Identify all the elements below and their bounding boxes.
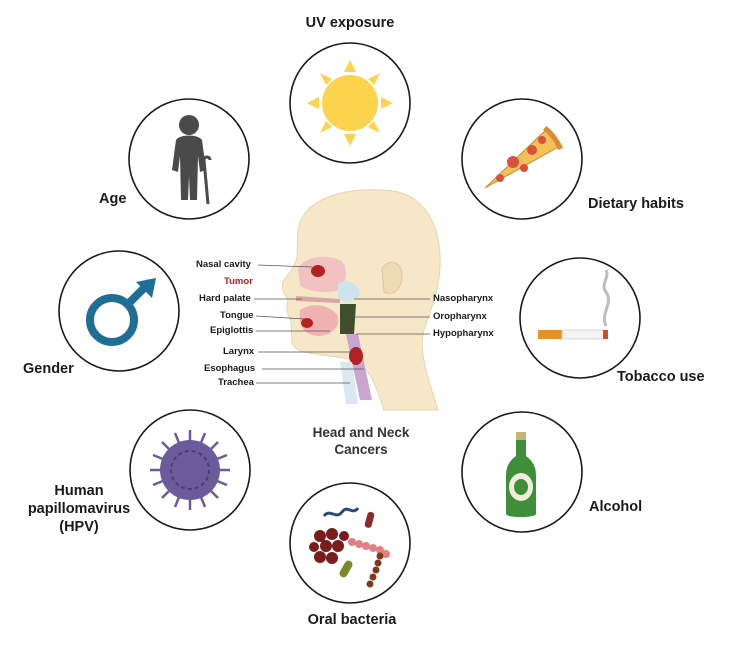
- anatomy-label-trachea: Trachea: [218, 377, 254, 388]
- hard-palate-shape: [296, 296, 340, 303]
- oral-bacteria-node: [289, 482, 411, 604]
- oral-bacteria-label: Oral bacteria: [307, 612, 397, 628]
- anatomy-label-tumor: Tumor: [224, 276, 253, 287]
- anatomy-label-epiglottis: Epiglottis: [210, 325, 254, 336]
- nasopharynx-shape: [338, 281, 360, 302]
- anatomy-label-nasopharynx: Nasopharynx: [433, 293, 494, 304]
- uv-exposure-node: [289, 42, 411, 164]
- age-label: Age: [99, 191, 127, 207]
- oropharynx-shape: [340, 304, 356, 334]
- anatomy-label-hard-palate: Hard palate: [199, 293, 251, 304]
- uv-exposure-label: UV exposure: [305, 15, 395, 31]
- cigarette-icon: [538, 269, 611, 340]
- tobacco-use-label: Tobacco use: [617, 369, 705, 385]
- tumor-larynx: [349, 347, 363, 365]
- tongue-shape: [299, 305, 339, 336]
- hpv-node: [129, 409, 251, 531]
- dietary-habits-label: Dietary habits: [588, 196, 684, 212]
- leader-tongue: [255, 315, 305, 320]
- center-title-line1: Head and Neck: [312, 425, 410, 440]
- sun-icon: [307, 60, 393, 146]
- head-anatomy-illustration: [254, 189, 441, 411]
- anatomy-label-esophagus: Esophagus: [204, 363, 256, 374]
- tumor-tongue: [301, 318, 313, 328]
- pizza-icon: [484, 126, 563, 189]
- male-symbol-icon: [86, 278, 156, 346]
- center-title-line2: Cancers: [334, 442, 388, 457]
- bacteria-icon: [309, 506, 390, 588]
- hpv-label-line3: (HPV): [59, 519, 99, 535]
- anatomy-label-larynx: Larynx: [223, 346, 255, 357]
- gender-node: [58, 250, 180, 372]
- elderly-person-icon: [172, 115, 212, 205]
- alcohol-node: [461, 411, 583, 533]
- center-title: Head and Neck Cancers: [296, 424, 426, 458]
- anatomy-label-hypopharynx: Hypopharynx: [433, 328, 494, 339]
- beer-bottle-icon: [506, 432, 536, 517]
- tumor-nasal: [311, 265, 325, 277]
- gender-label: Gender: [23, 361, 74, 377]
- anatomy-label-nasal-cavity: Nasal cavity: [196, 259, 251, 270]
- leader-nasal-cavity: [257, 264, 313, 268]
- tobacco-use-node: [519, 257, 641, 379]
- hpv-label: Human papillomavirus (HPV): [24, 482, 134, 536]
- ear: [381, 261, 403, 294]
- anatomy-label-oropharynx: Oropharynx: [433, 311, 487, 322]
- virus-icon: [150, 430, 230, 510]
- hpv-label-line2: papillomavirus: [27, 501, 131, 517]
- anatomy-label-tongue: Tongue: [220, 310, 254, 321]
- dietary-habits-node: [461, 98, 583, 220]
- age-node: [128, 98, 250, 220]
- alcohol-label: Alcohol: [589, 499, 643, 515]
- hpv-label-line1: Human: [54, 483, 104, 499]
- head-silhouette: [281, 189, 441, 411]
